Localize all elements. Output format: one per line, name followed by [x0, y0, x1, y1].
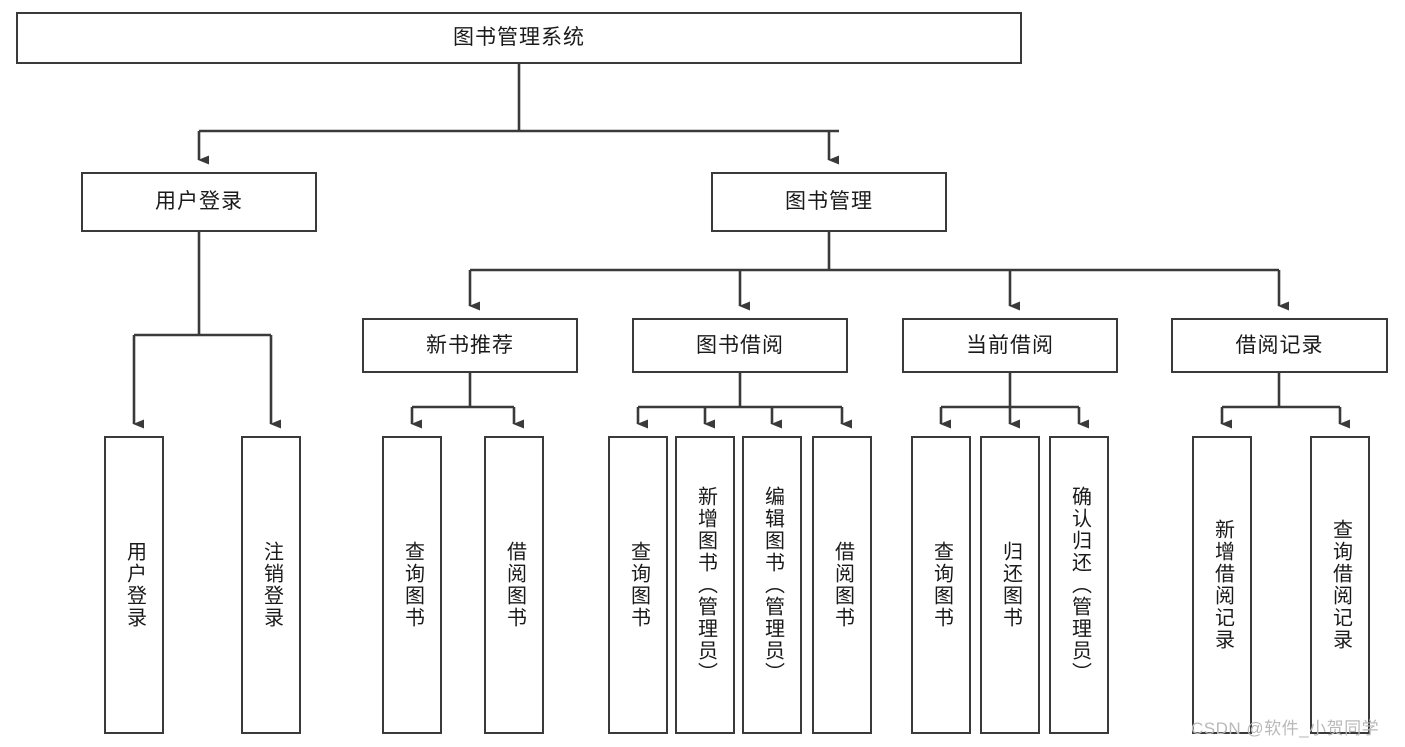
leaf-book-borrow-1[interactable]: 查询图书 [608, 436, 668, 734]
leaf-book-borrow-3-label: 编辑图书（管理员） [761, 486, 784, 684]
leaf-current-borrow-2[interactable]: 归还图书 [980, 436, 1040, 734]
leaf-current-borrow-1-label: 查询图书 [930, 541, 953, 629]
node-new-book-recommend-label: 新书推荐 [426, 333, 514, 357]
node-book-manage-label: 图书管理 [785, 190, 873, 214]
node-book-manage[interactable]: 图书管理 [711, 172, 947, 232]
leaf-borrow-record-1-label: 新增借阅记录 [1211, 519, 1234, 651]
leaf-book-borrow-1-label: 查询图书 [627, 541, 650, 629]
leaf-borrow-record-2-label: 查询借阅记录 [1329, 519, 1352, 651]
leaf-new-book-1[interactable]: 查询图书 [382, 436, 442, 734]
leaf-book-borrow-4[interactable]: 借阅图书 [812, 436, 872, 734]
node-borrow-record-label: 借阅记录 [1235, 333, 1324, 357]
leaf-current-borrow-2-label: 归还图书 [999, 541, 1022, 629]
leaf-user-login-2[interactable]: 注销登录 [241, 436, 301, 734]
leaf-borrow-record-2[interactable]: 查询借阅记录 [1310, 436, 1370, 734]
leaf-new-book-2[interactable]: 借阅图书 [484, 436, 544, 734]
leaf-current-borrow-1[interactable]: 查询图书 [911, 436, 971, 734]
leaf-user-login-2-label: 注销登录 [260, 541, 283, 629]
leaf-new-book-2-label: 借阅图书 [503, 541, 526, 629]
leaf-user-login-1[interactable]: 用户登录 [104, 436, 164, 734]
leaf-user-login-1-label: 用户登录 [123, 541, 146, 629]
leaf-book-borrow-3[interactable]: 编辑图书（管理员） [742, 436, 802, 734]
node-new-book-recommend[interactable]: 新书推荐 [362, 318, 578, 373]
node-user-login-label: 用户登录 [155, 190, 243, 214]
node-current-borrow-label: 当前借阅 [966, 333, 1054, 357]
node-book-borrow[interactable]: 图书借阅 [632, 318, 848, 373]
leaf-new-book-1-label: 查询图书 [401, 541, 424, 629]
leaf-book-borrow-4-label: 借阅图书 [831, 541, 854, 629]
node-book-borrow-label: 图书借阅 [696, 333, 784, 357]
node-root[interactable]: 图书管理系统 [16, 12, 1022, 64]
leaf-book-borrow-2-label: 新增图书（管理员） [694, 486, 717, 684]
leaf-borrow-record-1[interactable]: 新增借阅记录 [1192, 436, 1252, 734]
watermark: CSDN @软件_小贺同学 [1191, 719, 1380, 738]
node-root-label: 图书管理系统 [453, 26, 585, 50]
leaf-current-borrow-3-label: 确认归还（管理员） [1068, 486, 1091, 684]
node-borrow-record[interactable]: 借阅记录 [1171, 318, 1388, 373]
leaf-current-borrow-3[interactable]: 确认归还（管理员） [1049, 436, 1109, 734]
leaf-book-borrow-2[interactable]: 新增图书（管理员） [675, 436, 735, 734]
node-current-borrow[interactable]: 当前借阅 [902, 318, 1118, 373]
node-user-login[interactable]: 用户登录 [81, 172, 317, 232]
